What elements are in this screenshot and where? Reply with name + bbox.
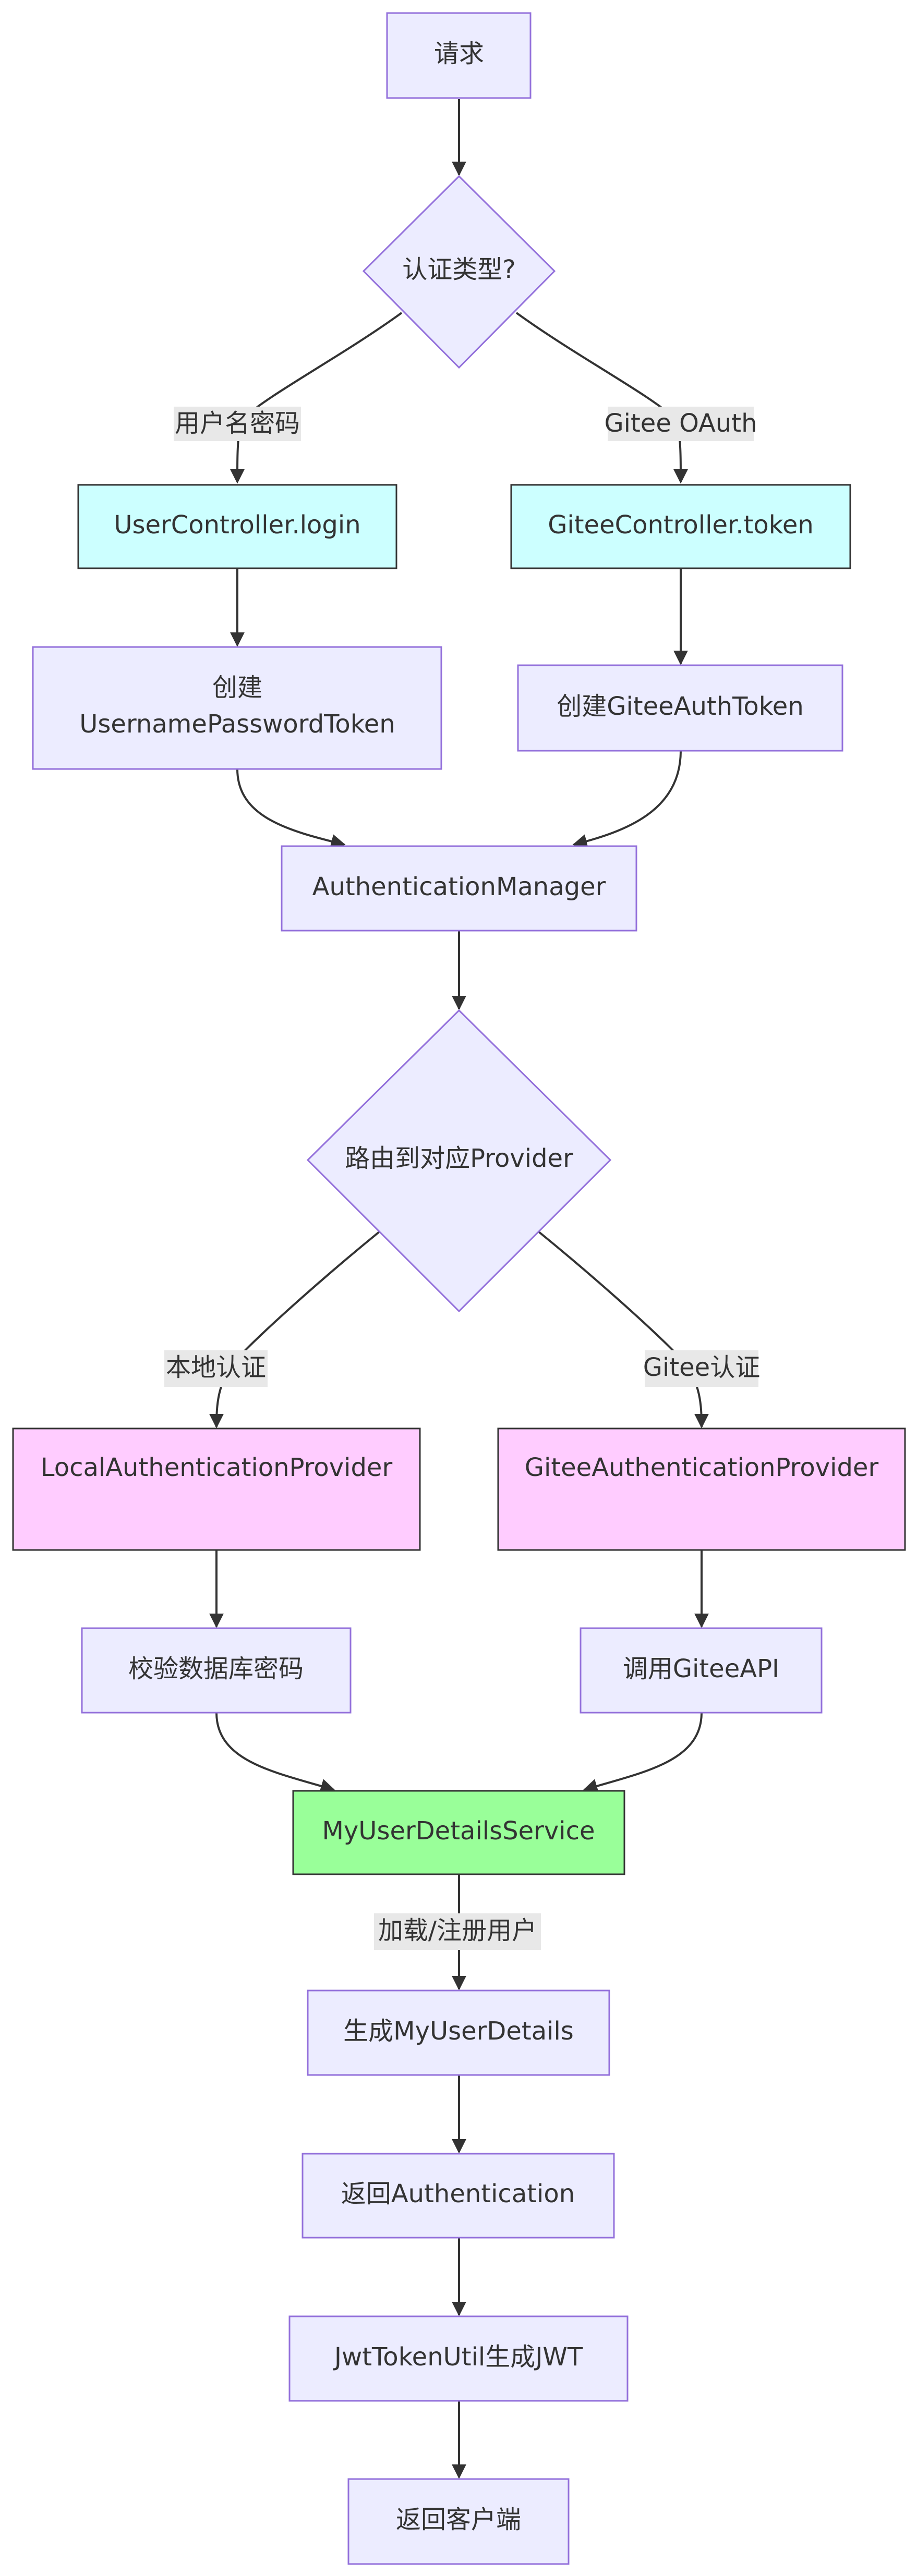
- edge-label-local-auth-text: 本地认证: [166, 1353, 266, 1382]
- node-local-provider: LocalAuthenticationProvider: [12, 1427, 421, 1551]
- decision-route-provider-label: 路由到对应Provider: [345, 1144, 573, 1173]
- node-create-gitee-auth-token: 创建GiteeAuthToken: [517, 664, 843, 752]
- node-gen-user-details: 生成MyUserDetails: [307, 1989, 610, 2076]
- node-jwt-util-label: JwtTokenUtil生成JWT: [333, 2342, 583, 2372]
- node-verify-password-label: 校验数据库密码: [128, 1654, 304, 1683]
- node-create-token-label-line1: 创建: [212, 673, 262, 702]
- node-return-authentication: 返回Authentication: [301, 2153, 615, 2239]
- node-request-label: 请求: [434, 39, 484, 68]
- node-gitee-provider-label: GiteeAuthenticationProvider: [525, 1453, 879, 1482]
- edge-create-gitee-token-to-auth-manager: [572, 750, 682, 849]
- nodes: 请求 认证类型? UserController.login GiteeContr…: [12, 12, 906, 2565]
- node-user-controller: UserController.login: [77, 484, 397, 569]
- node-return-client-label: 返回客户端: [396, 2505, 521, 2534]
- node-call-gitee-api: 调用GiteeAPI: [580, 1627, 823, 1714]
- edge-label-gitee-oauth: Gitee OAuth: [604, 407, 757, 441]
- edge-auth-type-to-user-controller: [230, 312, 403, 484]
- decision-auth-type: 认证类型?: [362, 175, 556, 369]
- node-return-auth-label: 返回Authentication: [341, 2179, 575, 2208]
- edge-call-api-to-user-details-service: [583, 1712, 703, 1793]
- node-user-controller-label: UserController.login: [114, 510, 360, 540]
- edge-route-to-local-provider: [209, 1230, 381, 1429]
- edge-label-gitee-auth: Gitee认证: [643, 1350, 760, 1387]
- node-create-gitee-token-label: 创建GiteeAuthToken: [557, 692, 804, 721]
- node-return-client: 返回客户端: [347, 2478, 570, 2565]
- node-call-gitee-api-label: 调用GiteeAPI: [623, 1654, 779, 1683]
- edge-label-gitee-auth-text: Gitee认证: [643, 1353, 760, 1382]
- edge-label-username-password: 用户名密码: [174, 407, 301, 441]
- node-user-details-service-label: MyUserDetailsService: [322, 1816, 595, 1846]
- node-user-details-service: MyUserDetailsService: [292, 1790, 625, 1875]
- edge-create-token-to-auth-manager: [236, 768, 346, 849]
- node-authentication-manager: AuthenticationManager: [281, 845, 637, 932]
- edge-label-load-register: 加载/注册用户: [374, 1913, 541, 1950]
- edge-auth-type-to-gitee-controller: [515, 312, 688, 484]
- edge-route-to-gitee-provider: [537, 1230, 709, 1429]
- node-gitee-controller-label: GiteeController.token: [548, 510, 814, 540]
- edge-label-username-password-text: 用户名密码: [175, 409, 300, 438]
- node-create-username-password-token: 创建 UsernamePasswordToken: [32, 646, 442, 770]
- edge-label-gitee-oauth-text: Gitee OAuth: [604, 409, 757, 438]
- node-verify-password: 校验数据库密码: [81, 1627, 352, 1714]
- node-auth-manager-label: AuthenticationManager: [312, 872, 606, 901]
- node-jwt-token-util: JwtTokenUtil生成JWT: [288, 2315, 629, 2402]
- node-gitee-controller: GiteeController.token: [510, 484, 851, 569]
- edge-label-load-register-text: 加载/注册用户: [378, 1916, 537, 1945]
- edges: [209, 99, 709, 2479]
- node-request: 请求: [386, 12, 532, 99]
- decision-route-provider: 路由到对应Provider: [306, 1009, 612, 1313]
- node-create-token-label-line2: UsernamePasswordToken: [79, 710, 395, 739]
- edge-labels: 用户名密码 Gitee OAuth 本地认证 Gitee认证 加载/注册用户: [164, 407, 760, 1950]
- node-gitee-provider: GiteeAuthenticationProvider: [497, 1427, 906, 1551]
- node-local-provider-label: LocalAuthenticationProvider: [41, 1453, 393, 1482]
- edge-verify-password-to-user-details-service: [215, 1712, 335, 1793]
- edge-label-local-auth: 本地认证: [164, 1350, 268, 1387]
- node-gen-user-details-label: 生成MyUserDetails: [343, 2017, 574, 2046]
- decision-auth-type-label: 认证类型?: [402, 255, 515, 284]
